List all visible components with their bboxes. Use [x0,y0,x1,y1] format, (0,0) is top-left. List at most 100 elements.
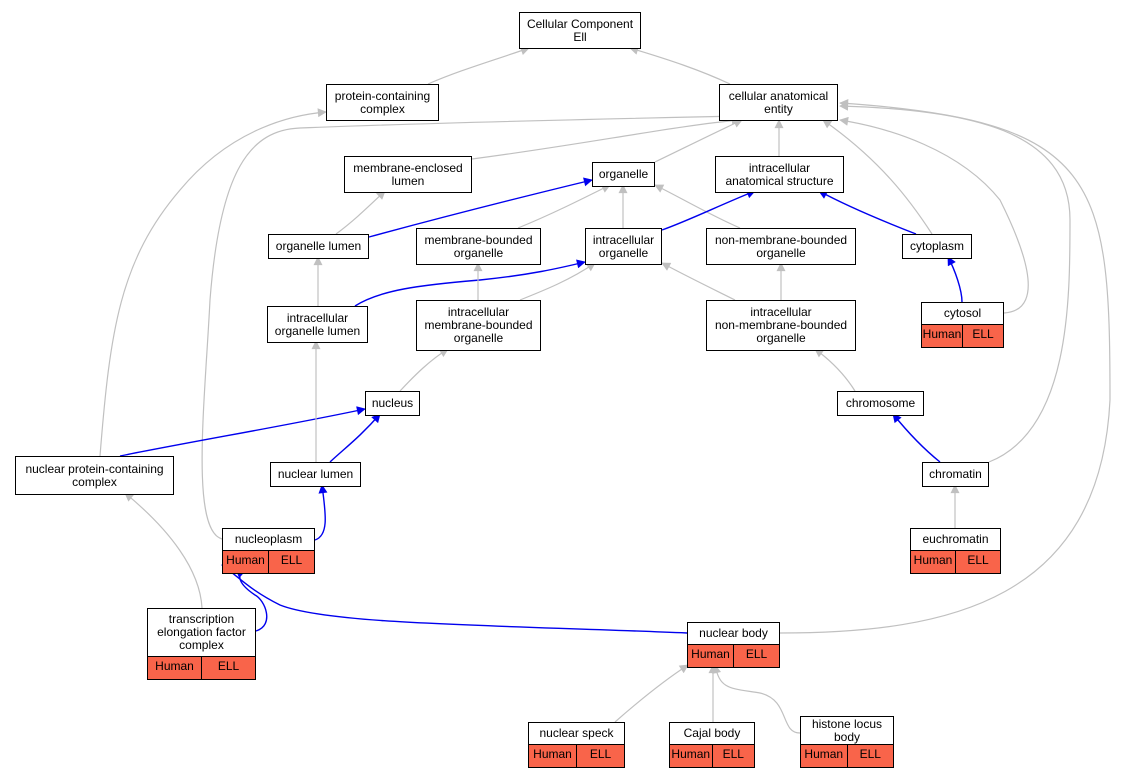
go-term-label: intracellular organelle [592,232,655,260]
annotation-tags: Human ELL [529,744,624,767]
edge-ol-to-org [368,177,593,238]
gene-tag: ELL [576,745,624,767]
edge-nmbo-to-org [654,184,741,229]
edge-ns-to-nb [614,664,689,723]
edge-cytosol-to-cyto [947,256,963,303]
go-term-cae[interactable]: cellular anatomical entity [719,84,838,121]
go-term-label: chromatin [929,467,982,481]
go-term-inmbo[interactable]: intracellular non-membrane-bounded organ… [706,300,856,351]
go-term-nl[interactable]: nuclear lumen [270,462,361,487]
gene-tag: ELL [955,551,1000,573]
go-term-label: nuclear protein-containing complex [25,461,164,489]
edge-npcc-to-pcc [99,108,327,457]
go-term-label: non-membrane-bounded organelle [714,232,848,260]
go-term-iol[interactable]: intracellular organelle lumen [267,306,368,343]
go-term-label: nucleus [371,396,414,410]
annotation-tags: Human ELL [148,656,255,679]
edge-ol-to-mel [335,190,386,235]
go-term-mel[interactable]: membrane-enclosed lumen [344,156,472,193]
go-term-mbo[interactable]: membrane-bounded organelle [416,228,541,265]
go-term-label: nuclear speck [539,726,614,740]
go-term-label: membrane-enclosed lumen [353,160,463,188]
edge-tefc-to-npcc [124,492,203,609]
edge-mel-to-cae [471,116,741,160]
edge-nb-to-cae [779,99,1111,634]
edge-cae-to-cc [629,46,731,85]
go-term-label: organelle [598,167,649,181]
edge-np-to-nl [314,484,328,541]
gene-tag: ELL [846,745,894,767]
go-term-label: intracellular membrane-bounded organelle [424,305,533,345]
edge-chromatin-to-chrom [892,413,941,463]
go-term-label: cytoplasm [909,239,965,253]
edge-org-to-cae [654,119,743,163]
species-tag: Human [155,659,194,673]
gene-tag: ELL [962,325,1003,347]
go-term-imbo[interactable]: intracellular membrane-bounded organelle [416,300,541,351]
species-tag: Human [691,647,730,661]
go-term-nmbo[interactable]: non-membrane-bounded organelle [706,228,856,265]
go-term-label: nuclear lumen [277,467,354,481]
go-term-ol[interactable]: organelle lumen [268,234,369,259]
species-tag: Human [913,553,953,567]
edge-inmbo-to-io [661,262,736,301]
go-term-chromatin[interactable]: chromatin [922,462,989,487]
edge-np-to-cae [201,111,741,540]
go-term-label: transcription elongation factor complex [157,612,246,652]
go-term-label: euchromatin [922,532,989,546]
go-term-label: nuclear body [699,626,768,640]
species-tag: Human [671,747,711,761]
species-tag: Human [533,747,572,761]
edge-nb-to-np [221,564,688,634]
go-term-label: protein-containing complex [334,88,431,116]
go-term-label: organelle lumen [275,239,362,253]
go-term-label: chromosome [845,396,916,410]
go-term-npcc[interactable]: nuclear protein-containing complex [15,456,174,495]
go-term-ias[interactable]: intracellular anatomical structure [715,156,844,193]
edge-chrom-to-inmbo [814,348,856,392]
species-tag: Human [804,747,844,761]
go-term-label: Cajal body [683,726,741,740]
species-tag: Human [226,553,265,567]
go-term-cc[interactable]: Cellular Component Ell [519,12,641,49]
go-term-label: intracellular organelle lumen [274,310,361,338]
edge-cyto-to-ias [818,190,917,235]
edge-mbo-to-org [517,184,611,229]
edge-imbo-to-io [519,262,596,301]
gene-tag: ELL [201,657,255,679]
go-term-label: Cellular Component Ell [526,16,634,44]
go-term-label: cellular anatomical entity [728,88,829,116]
go-term-chrom[interactable]: chromosome [837,391,924,416]
edge-pcc-to-cc [427,46,530,85]
go-term-label: nucleoplasm [234,532,303,546]
edge-cytosol-to-cae [839,116,1029,314]
edge-cyto-to-cae [822,119,933,235]
gene-tag: ELL [733,645,779,667]
go-term-cyto[interactable]: cytoplasm [902,234,972,259]
edge-nl-to-nuc [329,413,381,463]
go-term-label: membrane-bounded organelle [424,232,533,260]
gene-tag: ELL [711,745,755,767]
go-term-pcc[interactable]: protein-containing complex [326,84,439,121]
species-tag: Human [922,327,962,341]
go-term-org[interactable]: organelle [592,162,655,187]
go-term-label: intracellular non-membrane-bounded organ… [714,305,848,345]
go-term-io[interactable]: intracellular organelle [585,228,662,265]
go-term-nuc[interactable]: nucleus [365,391,420,416]
go-term-label: intracellular anatomical structure [725,160,834,188]
edge-npcc-to-nuc [119,406,366,457]
